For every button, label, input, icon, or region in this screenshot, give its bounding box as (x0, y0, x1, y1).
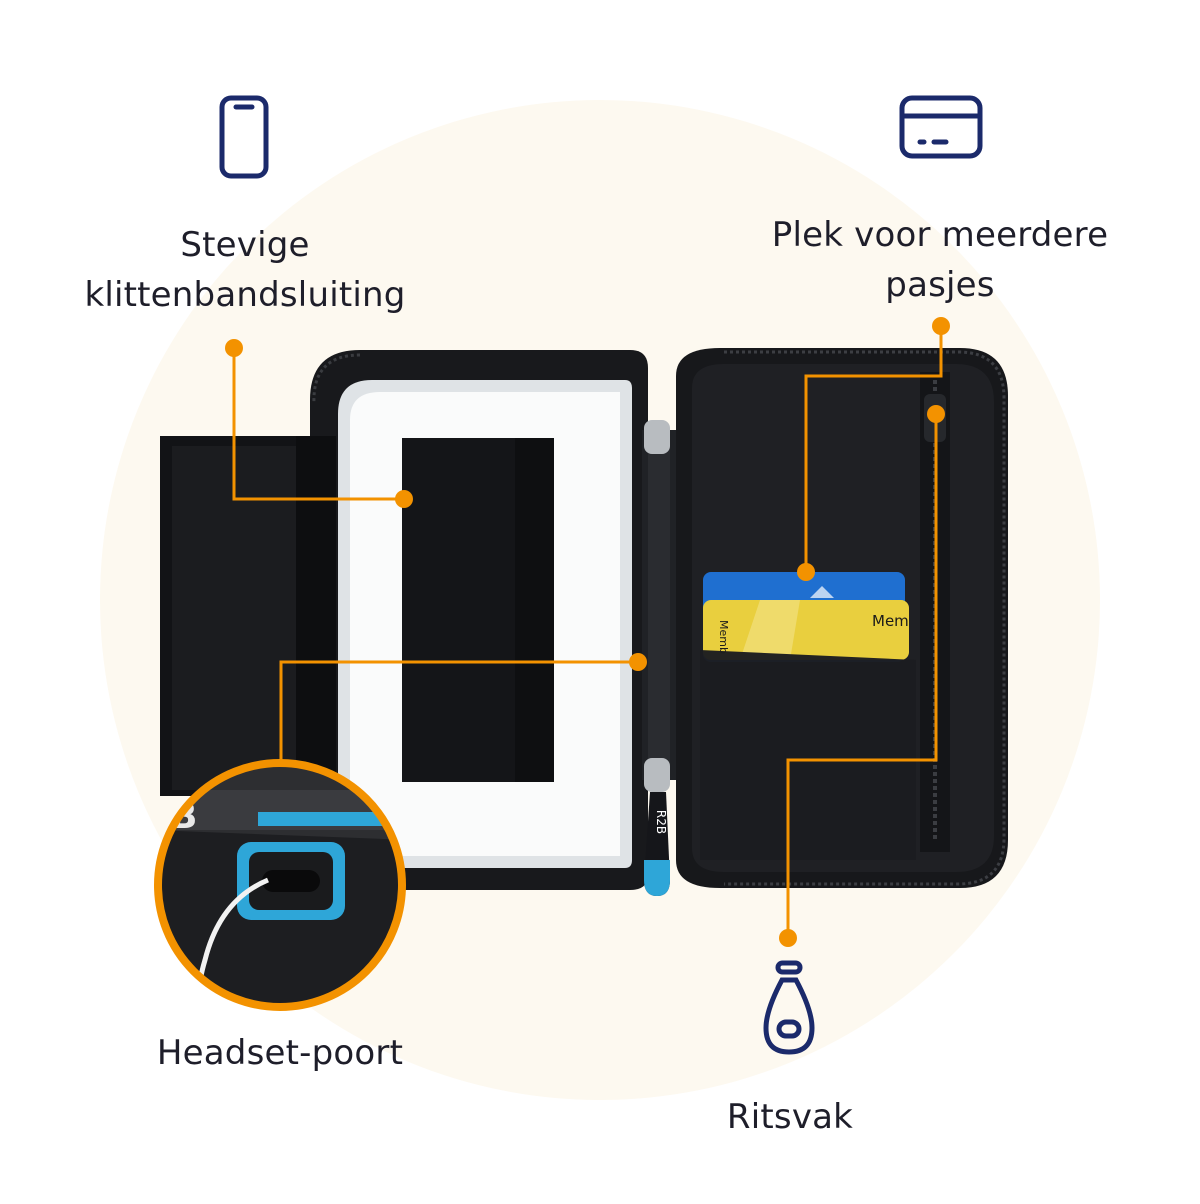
callout-lines (232, 326, 943, 938)
cards-label-line2: pasjes (885, 265, 995, 305)
card-text: Mem (872, 612, 909, 630)
card-pocket-front (700, 650, 916, 860)
zipper-pull-icon (763, 960, 815, 1055)
cards-label-line1: Plek voor meerdere (771, 215, 1109, 255)
zipper-pull: R2B (644, 792, 670, 896)
zipper-brand: R2B (654, 810, 668, 834)
zipper-spine (642, 420, 676, 792)
card-text-small: Memb (717, 620, 730, 654)
card-icon (899, 95, 983, 159)
card-yellow: Mem Memb (703, 600, 909, 660)
velcro-strap-inner (402, 438, 554, 782)
velcro-strap-outer (160, 436, 336, 796)
callout-dots (225, 317, 950, 947)
velcro-label-line1: Stevige (180, 225, 310, 265)
velcro-label-line2: klittenbandsluiting (84, 275, 406, 315)
headset-label: Headset-poort (156, 1033, 404, 1073)
cards-label: Plek voor meerdere pasjes (740, 210, 1140, 310)
velcro-label: Stevige klittenbandsluiting (60, 220, 430, 320)
headset-closeup: B (154, 759, 406, 1011)
zipper-label: Ritsvak (726, 1097, 854, 1137)
phone-icon (219, 95, 269, 179)
